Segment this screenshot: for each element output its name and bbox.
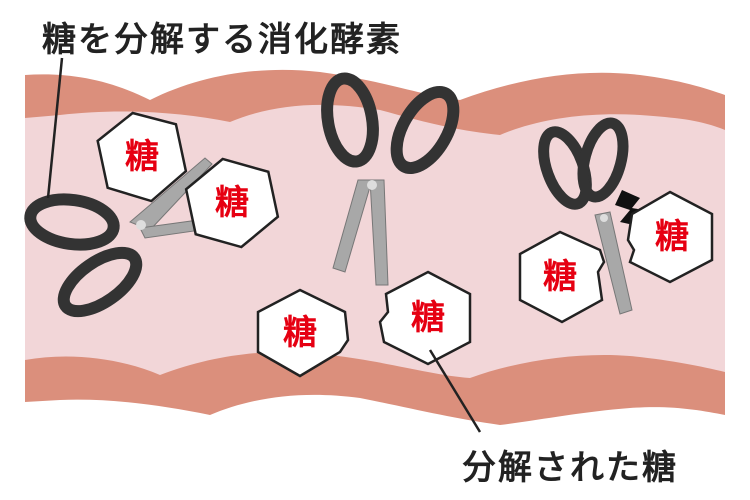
sugar-hexagon-broken (518, 230, 606, 324)
sugar-hexagon (96, 111, 188, 203)
broken-sugar-label: 分解された糖 (462, 448, 678, 488)
scissors-open-middle (321, 72, 460, 286)
pointer-line-enzyme (46, 57, 64, 199)
sugar-text: 糖 (283, 313, 317, 353)
scissors-closed-right (538, 117, 633, 315)
sugar-hexagon (184, 157, 280, 249)
sugar-hexagon-broken (256, 288, 350, 378)
sugar-hexagon-broken (378, 270, 472, 366)
intestine-wall-bottom (25, 351, 725, 425)
pointer-line-broken-sugar (428, 349, 482, 433)
sugar-hexagon-broken (626, 190, 714, 284)
sugar-text: 糖 (215, 183, 249, 223)
sugar-text: 糖 (411, 298, 445, 338)
enzyme-label: 糖を分解する消化酵素 (42, 20, 402, 60)
intestine-wall-top (25, 69, 725, 135)
sugar-text: 糖 (125, 137, 159, 177)
sugar-text: 糖 (655, 217, 689, 257)
sugar-text: 糖 (543, 257, 577, 297)
